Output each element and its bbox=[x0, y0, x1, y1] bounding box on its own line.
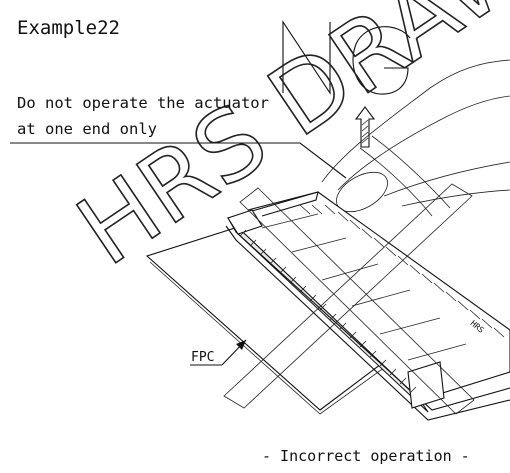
example-title: Example22 bbox=[17, 17, 120, 39]
up-arrow-icon bbox=[354, 106, 376, 148]
connector-body: HRS bbox=[225, 191, 510, 421]
note-leader-line bbox=[10, 142, 347, 179]
ng-mark: NG bbox=[282, 20, 411, 95]
note-line-2: at one end only bbox=[17, 120, 157, 138]
caption: - Incorrect operation - bbox=[262, 447, 470, 465]
fpc-label: FPC bbox=[191, 350, 214, 365]
ng-cross bbox=[223, 183, 475, 415]
fpc-callout: FPC bbox=[190, 339, 247, 366]
hand-sketch bbox=[321, 59, 510, 217]
note-line-1: Do not operate the actuator bbox=[17, 94, 269, 112]
